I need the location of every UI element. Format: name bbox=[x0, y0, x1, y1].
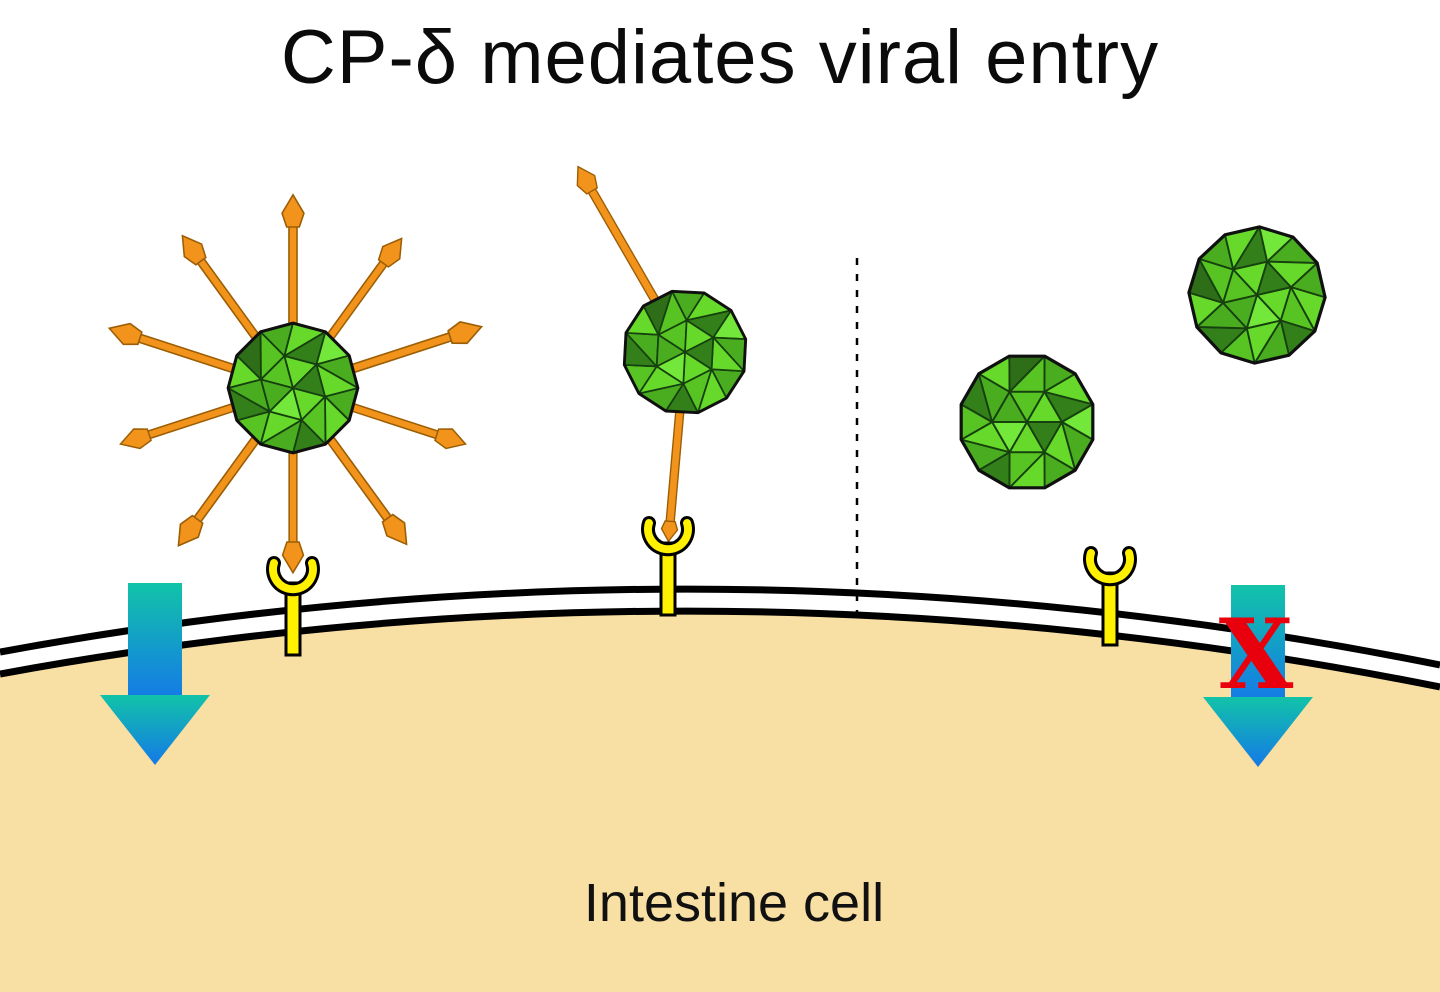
red-x-icon: X bbox=[1219, 598, 1294, 711]
virus-capsid bbox=[226, 321, 360, 455]
intestine-cell-label: Intestine cell bbox=[583, 873, 885, 933]
fiber-spike-upper bbox=[576, 165, 664, 310]
diagram-title: CP-δ mediates viral entry bbox=[280, 15, 1160, 100]
spiked-virus bbox=[105, 193, 486, 574]
virus-with-single-fiber bbox=[576, 165, 765, 432]
virus-no-fiber-1 bbox=[929, 324, 1125, 520]
virus-capsid bbox=[605, 272, 765, 432]
cell-membrane bbox=[0, 585, 1440, 691]
virus-no-fiber-2 bbox=[1163, 201, 1351, 389]
intestine-cell-body bbox=[0, 611, 1440, 992]
